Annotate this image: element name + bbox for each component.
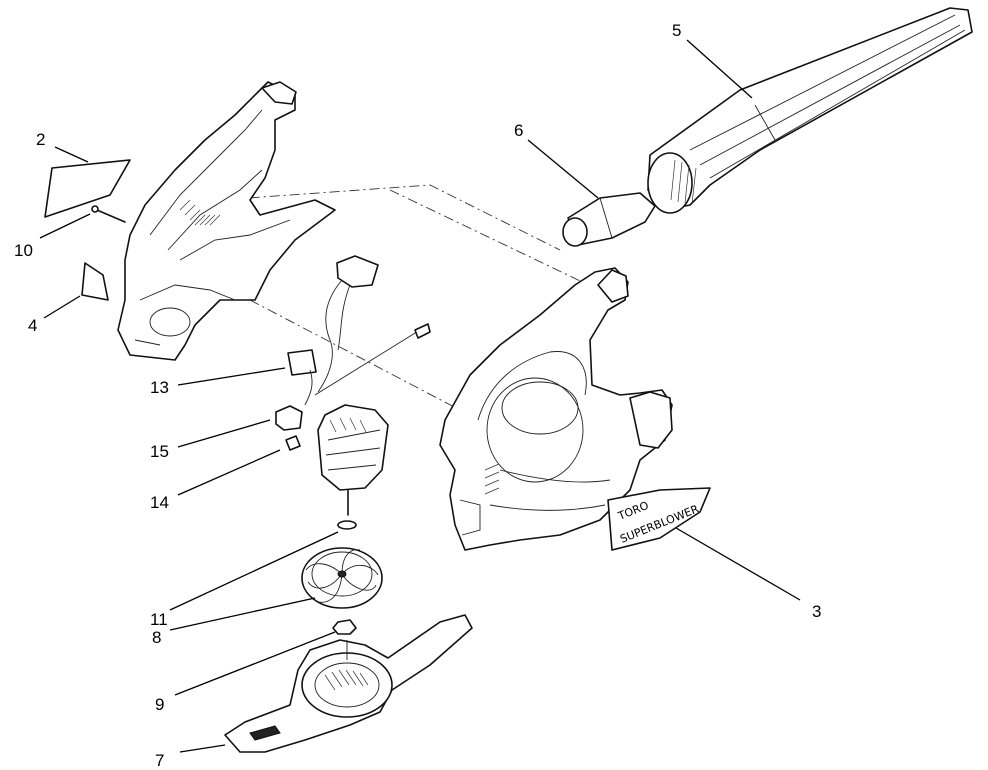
housing-left-half <box>117 81 336 361</box>
blower-tube-part-5 <box>647 7 973 214</box>
callout-14: 14 <box>150 493 169 512</box>
callout-5: 5 <box>672 21 681 40</box>
callout-13: 13 <box>150 378 169 397</box>
callout-3: 3 <box>812 602 821 621</box>
callout-4: 4 <box>28 316 37 335</box>
base-plate-part-7 <box>224 614 473 753</box>
nut-part-9 <box>332 619 357 635</box>
callout-9: 9 <box>155 695 164 714</box>
switch-wiring-part-13 <box>287 255 431 406</box>
decal-part-4 <box>81 262 109 301</box>
impeller-part-8 <box>301 547 383 609</box>
callout-8: 8 <box>152 628 161 647</box>
decal-part-2 <box>44 159 131 218</box>
connector-part-15 <box>275 405 303 431</box>
callout-6: 6 <box>514 121 523 140</box>
callout-10: 10 <box>14 241 33 260</box>
callout-2: 2 <box>36 130 45 149</box>
nozzle-adapter-part-6 <box>562 192 656 247</box>
washer <box>337 520 357 530</box>
motor <box>317 404 389 516</box>
housing-right-assembly <box>439 267 673 551</box>
alignment-lines <box>149 184 621 411</box>
decal-part-3: TORO SUPERBLOWER <box>607 487 711 551</box>
callout-labels: 2 10 4 13 15 14 11 8 9 7 3 5 6 <box>14 21 821 770</box>
callout-15: 15 <box>150 442 169 461</box>
leader-lines <box>39 39 801 753</box>
callout-7: 7 <box>155 751 164 770</box>
callout-11: 11 <box>150 610 168 629</box>
terminal-part-14 <box>285 435 301 451</box>
screw-part-10 <box>91 205 126 223</box>
